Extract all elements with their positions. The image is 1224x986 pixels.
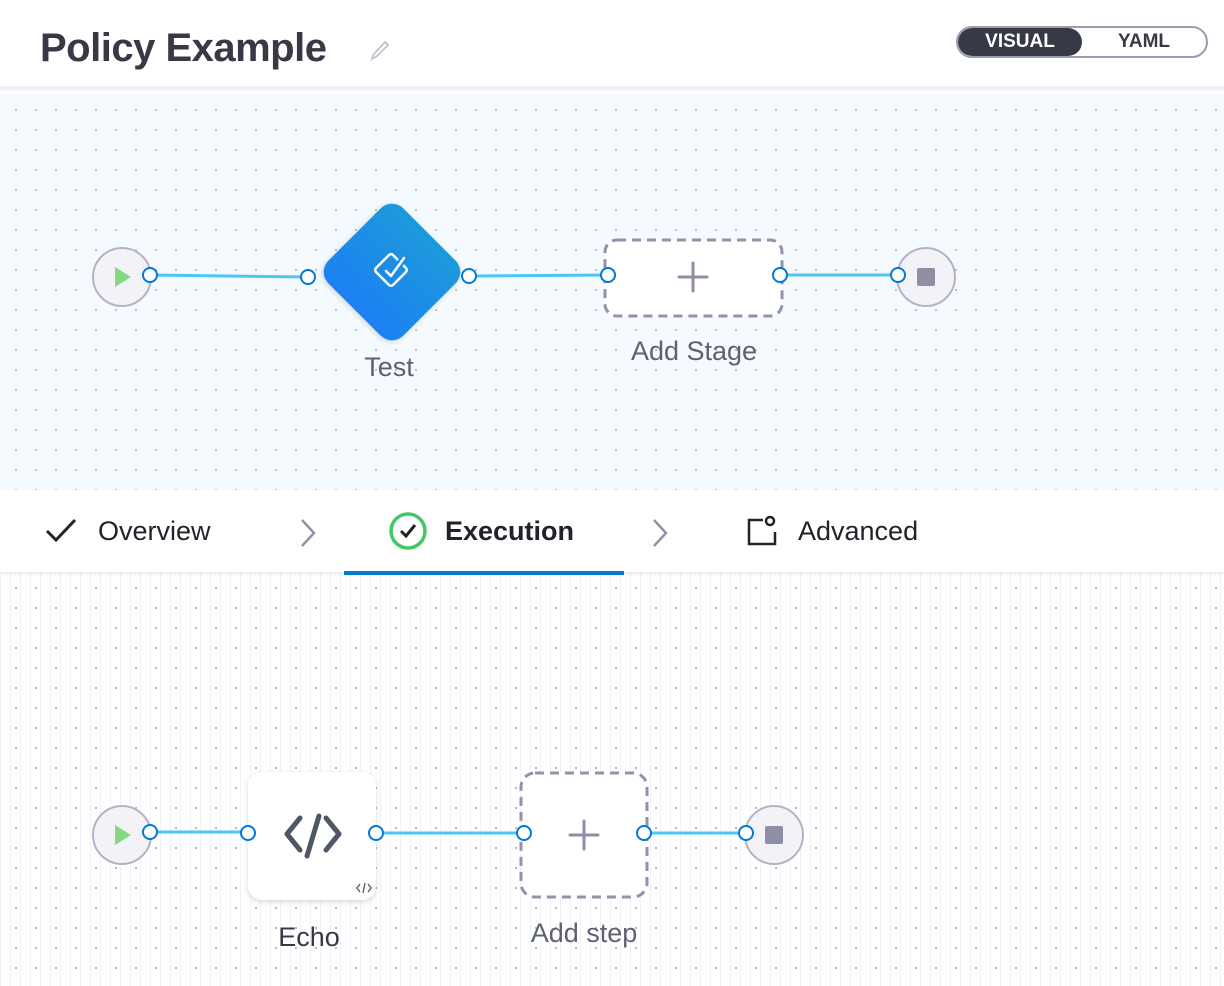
add-stage-label: Add Stage [630, 336, 758, 366]
tab-advanced[interactable]: Advanced [746, 490, 918, 572]
visual-toggle-button[interactable]: VISUAL [958, 28, 1082, 56]
yaml-toggle-button[interactable]: YAML [1117, 31, 1171, 52]
play-icon [115, 825, 131, 845]
stage-ports [142, 267, 906, 285]
execution-start-node [92, 805, 152, 865]
check-circle-icon [389, 512, 427, 550]
execution-end-node [744, 805, 804, 865]
tab-execution[interactable]: Execution [388, 490, 574, 572]
step-label-echo: Echo [278, 922, 340, 952]
step-node-echo[interactable] [248, 772, 376, 900]
stop-icon [765, 826, 783, 844]
pencil-icon[interactable] [368, 38, 392, 62]
add-step-button[interactable] [519, 771, 649, 899]
settings-box-icon [747, 515, 777, 546]
add-step-label: Add step [530, 918, 638, 948]
tab-overview[interactable]: Overview [44, 490, 211, 572]
plus-icon [677, 261, 709, 293]
tab-execution-label: Execution [445, 515, 575, 546]
tab-advanced-label: Advanced [798, 515, 919, 546]
stage-edges [149, 273, 898, 279]
view-toggle: VISUAL YAML [956, 26, 1208, 58]
approval-check-icon [374, 253, 408, 287]
pipeline-title: Policy Example [40, 26, 327, 70]
play-icon [115, 267, 131, 287]
stop-icon [917, 268, 935, 286]
code-icon [284, 813, 342, 859]
code-badge-icon [356, 882, 372, 894]
stage-node-test[interactable] [317, 197, 467, 347]
chevron-right-icon [653, 519, 668, 547]
tab-overview-label: Overview [98, 515, 211, 546]
pipeline-header: Policy Example VISUAL YAML [0, 0, 1224, 90]
stage-tabs: Overview Execution Advanced [0, 490, 1224, 575]
stage-label-test: Test [364, 352, 414, 382]
check-icon [45, 518, 77, 543]
step-edges [150, 830, 746, 835]
step-ports [142, 824, 754, 841]
active-tab-underline [344, 571, 624, 575]
plus-icon [568, 819, 600, 851]
pipeline-end-node [896, 247, 956, 307]
chevron-right-icon [301, 519, 316, 547]
